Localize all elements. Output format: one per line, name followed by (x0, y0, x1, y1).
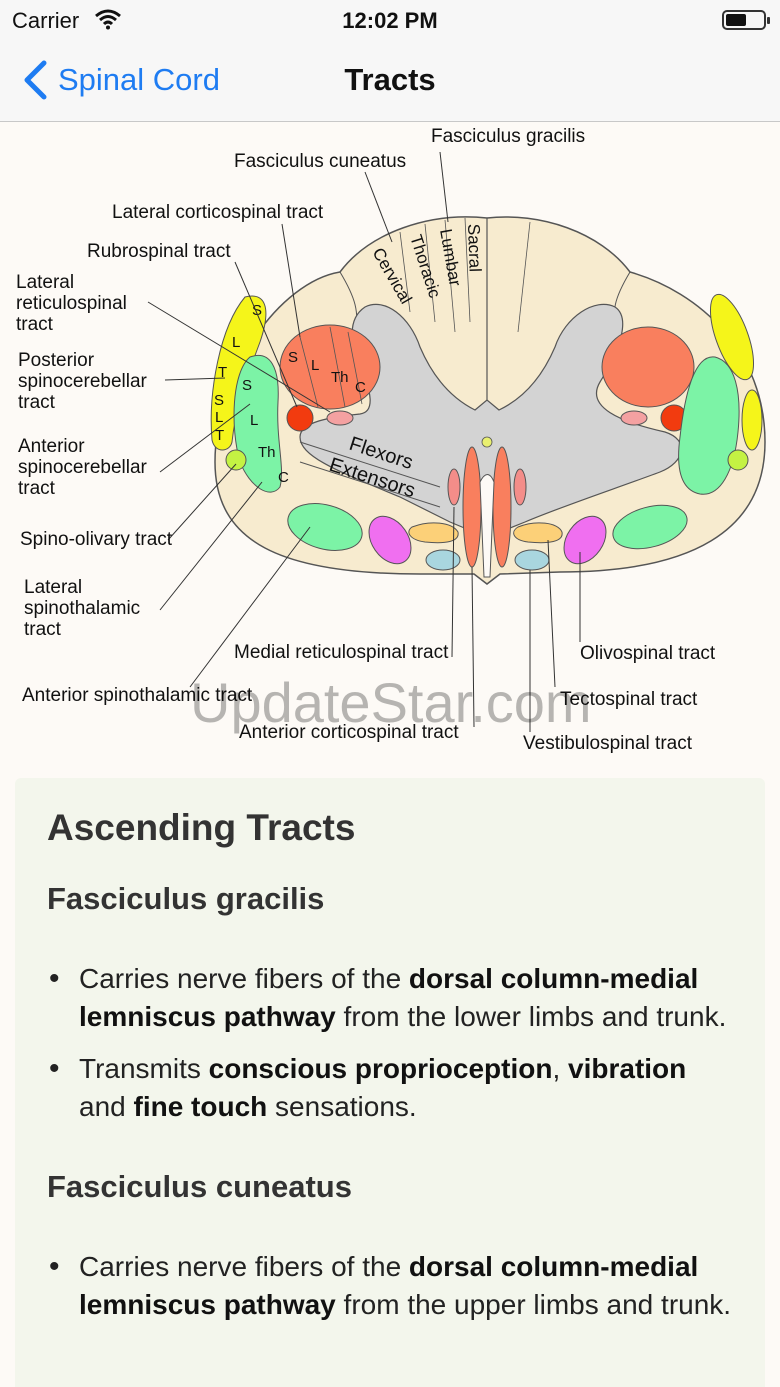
label-lateral-corticospinal: Lateral corticospinal tract (112, 202, 324, 223)
anterior-spinothalamic-tract-left (287, 503, 363, 551)
wifi-icon (95, 9, 121, 30)
tract-bullet-list: Carries nerve fibers of the dorsal colum… (47, 1248, 733, 1324)
olivospinal-tract-left (368, 515, 412, 565)
posterior-spinocerebellar-tract-right (709, 293, 755, 381)
label-rubrospinal: Rubrospinal tract (87, 241, 231, 262)
watermark: UpdateStar.com (190, 671, 592, 734)
navigation-bar: Spinal Cord Tracts (0, 40, 780, 122)
label-spino-olivary: Spino-olivary tract (20, 529, 173, 550)
label-olivospinal: Olivospinal tract (580, 643, 716, 664)
region-letter: S (252, 302, 262, 319)
label-anterior-spinocerebellar: spinocerebellar (18, 457, 148, 478)
bullet-item: Transmits conscious proprioception, vibr… (47, 1050, 733, 1126)
anterior-spinocerebellar-tract-right (678, 356, 740, 495)
label-lateral-spinothalamic: spinothalamic (24, 598, 140, 619)
region-letter: T (215, 427, 224, 444)
label-tectospinal: Tectospinal tract (560, 689, 698, 710)
anterior-spinothalamic-tract-right (612, 504, 688, 550)
label-lateral-reticulospinal: reticulospinal (16, 293, 127, 314)
label-posterior-spinocerebellar: Posterior (18, 350, 95, 371)
region-letter: Th (258, 444, 276, 461)
label-posterior-spinocerebellar: spinocerebellar (18, 371, 148, 392)
olivospinal-tract-right (563, 515, 607, 565)
vestibulospinal-tract-right (514, 549, 550, 571)
tract-bullet-list: Carries nerve fibers of the dorsal colum… (47, 960, 733, 1126)
label-lateral-spinothalamic: tract (24, 619, 62, 640)
label-lateral-reticulospinal: tract (16, 314, 54, 335)
region-letter: S (242, 377, 252, 394)
label-lateral-spinothalamic: Lateral (24, 577, 82, 598)
region-letter: L (250, 412, 258, 429)
label-anterior-spinocerebellar: tract (18, 478, 56, 499)
tract-title: Fasciculus gracilis (47, 881, 325, 916)
label-fasciculus-cuneatus: Fasciculus cuneatus (234, 151, 406, 172)
region-letter: S (214, 392, 224, 409)
label-lateral-reticulospinal: Lateral (16, 272, 74, 293)
bullet-item: Carries nerve fibers of the dorsal colum… (47, 1248, 733, 1324)
carrier-label: Carrier (12, 8, 80, 33)
lateral-corticospinal-tract-left (279, 324, 381, 410)
spino-olivary-tract-right (727, 449, 749, 471)
region-letter: Th (331, 369, 349, 386)
vestibulospinal-tract-left (425, 549, 461, 571)
region-letter: C (355, 379, 366, 396)
page-title: Tracts (344, 62, 436, 97)
diagram-svg: S L T S L T S L Th C S L Th C Cervical T… (16, 126, 766, 754)
posterior-spinocerebellar-tract-left (210, 295, 267, 451)
region-letter: C (278, 469, 289, 486)
clock: 12:02 PM (342, 8, 438, 33)
lateral-corticospinal-tract-right (601, 326, 695, 408)
chevron-left-icon (24, 60, 47, 100)
region-letter: L (311, 357, 319, 374)
section-heading: Ascending Tracts (47, 807, 356, 848)
region-letter: L (232, 334, 240, 351)
tectospinal-tract-left (408, 522, 459, 544)
bullet-item: Carries nerve fibers of the dorsal colum… (47, 960, 733, 1036)
tract-title: Fasciculus cuneatus (47, 1169, 352, 1204)
label-fasciculus-gracilis: Fasciculus gracilis (431, 126, 585, 147)
sacral-label: Sacral (464, 223, 485, 272)
status-bar: Carrier 12:02 PM (0, 0, 780, 40)
tectospinal-tract-right (513, 522, 563, 544)
battery-icon (722, 10, 770, 30)
back-button[interactable]: Spinal Cord (22, 58, 220, 102)
label-anterior-spinocerebellar: Anterior (18, 436, 85, 457)
spinal-cord-tracts-diagram: S L T S L T S L Th C S L Th C Cervical T… (0, 122, 780, 777)
region-letter: T (218, 364, 227, 381)
label-medial-reticulospinal: Medial reticulospinal tract (234, 642, 449, 663)
region-letter: S (288, 349, 298, 366)
label-vestibulospinal: Vestibulospinal tract (523, 733, 693, 754)
rubrospinal-tract-left (286, 404, 314, 432)
content-card: Ascending Tracts Fasciculus gracilis Car… (15, 778, 765, 1387)
spino-olivary-tract-left (225, 449, 247, 471)
anterior-corticospinal-tract-left (462, 446, 482, 568)
region-letter: L (215, 409, 223, 426)
label-anterior-corticospinal: Anterior corticospinal tract (239, 722, 459, 743)
spinal-cord-outline (214, 216, 766, 585)
label-anterior-spinothalamic: Anterior spinothalamic tract (22, 685, 253, 706)
anterior-corticospinal-tract-right (492, 446, 512, 568)
label-posterior-spinocerebellar: tract (18, 392, 56, 413)
back-button-label: Spinal Cord (58, 62, 220, 97)
